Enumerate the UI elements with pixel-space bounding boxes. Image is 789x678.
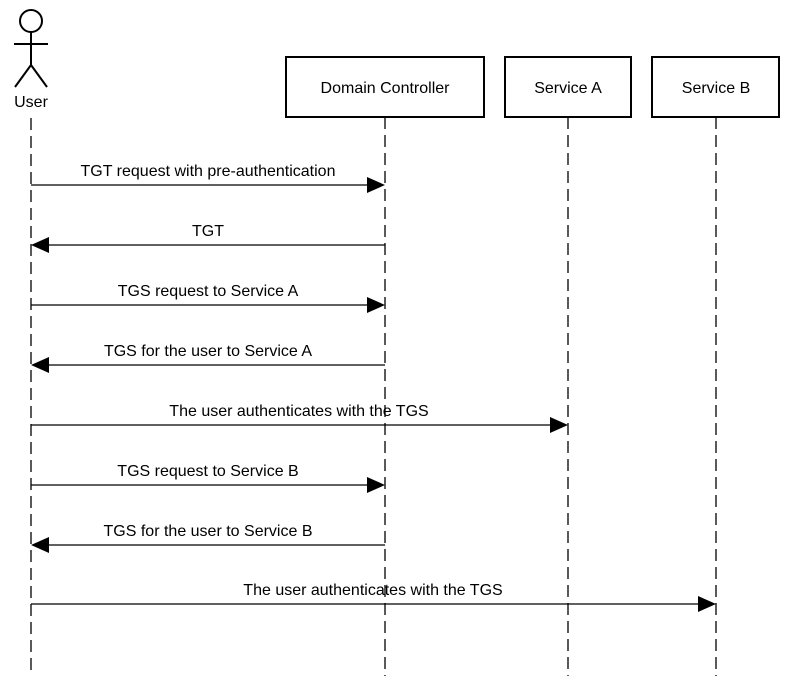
message-label: The user authenticates with the TGS — [169, 403, 428, 420]
message-label: The user authenticates with the TGS — [243, 582, 502, 599]
message-4: TGS for the user to Service A — [31, 343, 385, 373]
arrowhead-left-icon — [31, 357, 49, 373]
participant-service-b: Service B — [651, 56, 780, 118]
message-label: TGT request with pre-authentication — [81, 163, 336, 180]
message-label: TGS for the user to Service B — [104, 523, 313, 540]
actor-label-user: User — [14, 94, 48, 111]
message-6: TGS request to Service B — [31, 463, 385, 493]
arrowhead-right-icon — [367, 177, 385, 193]
arrowhead-left-icon — [31, 237, 49, 253]
arrowhead-right-icon — [367, 297, 385, 313]
participant-label: Service A — [534, 80, 602, 97]
arrowhead-left-icon — [31, 537, 49, 553]
message-label: TGS request to Service A — [118, 283, 299, 300]
message-2: TGT — [31, 223, 385, 253]
message-7: TGS for the user to Service B — [31, 523, 385, 553]
message-1: TGT request with pre-authentication — [31, 163, 385, 193]
arrowhead-right-icon — [550, 417, 568, 433]
arrowhead-right-icon — [367, 477, 385, 493]
participant-label: Domain Controller — [321, 80, 451, 97]
message-8: The user authenticates with the TGS — [31, 582, 716, 612]
message-label: TGS for the user to Service A — [104, 343, 312, 360]
arrowhead-right-icon — [698, 596, 716, 612]
message-label: TGT — [192, 223, 224, 240]
participant-label: Service B — [682, 80, 750, 97]
participant-domain-controller: Domain Controller — [285, 56, 485, 118]
participant-service-a: Service A — [504, 56, 632, 118]
message-5: The user authenticates with the TGS — [31, 403, 568, 433]
message-3: TGS request to Service A — [31, 283, 385, 313]
user-actor-icon — [14, 9, 48, 88]
message-label: TGS request to Service B — [117, 463, 298, 480]
